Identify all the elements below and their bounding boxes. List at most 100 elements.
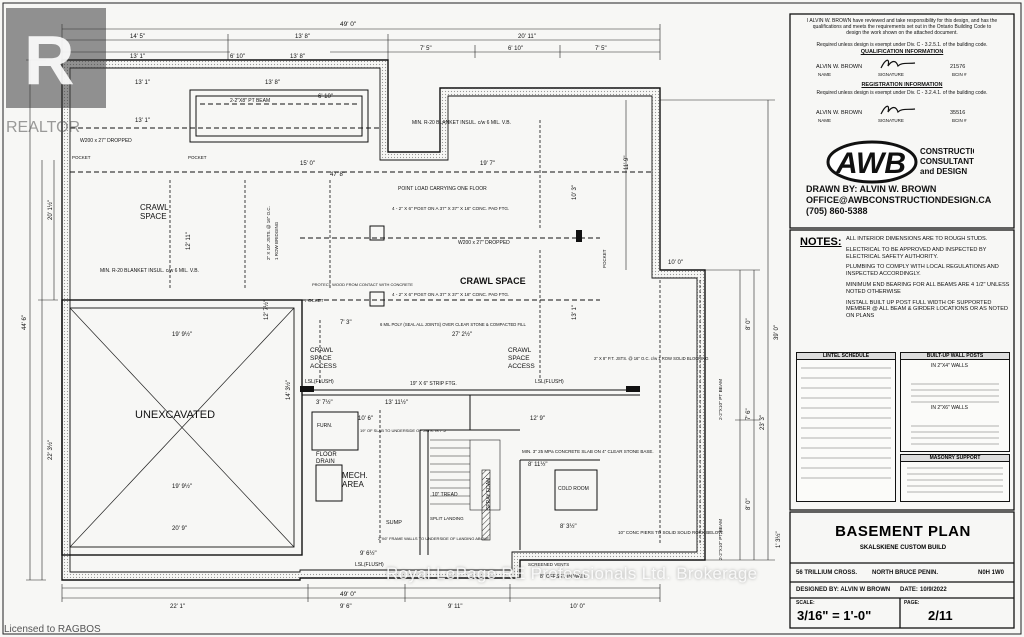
strip-footing-label: 19" X 6" STRIP FTG. — [410, 381, 457, 387]
crawl-space-left-label: CRAWL — [140, 203, 169, 212]
awb-logo-sub-1: CONSTRUCTION — [920, 147, 974, 156]
date-label: DATE: — [900, 587, 918, 593]
dim-right-2: 23' 3" — [760, 415, 766, 430]
beam-dropped-1: W200 x 27" DROPPED — [458, 240, 510, 246]
title-block-frame — [789, 13, 1015, 629]
dim-top-5: 6' 10" — [508, 46, 523, 52]
pocket-4: POCKET — [602, 249, 607, 268]
license-watermark: Licensed to RAGBOS — [4, 624, 101, 635]
pocket-1: POCKET — [72, 155, 91, 160]
dim-left-4: 20' 1½" — [47, 200, 54, 220]
masonry-support-schedule: MASONRY SUPPORT — [900, 454, 1010, 502]
spray-foam-label: SPRAY FOAM — [486, 478, 492, 510]
crawl-access-label: CRAWL — [310, 347, 334, 354]
lintel-schedule: LINTEL SCHEDULE — [796, 352, 896, 502]
interior-walls — [302, 389, 640, 555]
dim-right-5: 8' 0" — [746, 498, 752, 510]
drawing-date: 10/9/2022 — [920, 587, 947, 593]
conc-piers-note: 10" CONC PIERS TO SOLID SOLID ROCK BELOW… — [618, 530, 723, 535]
awb-logo-sub-3: and DESIGN — [920, 167, 967, 176]
dim-right-7: 10' 3" — [572, 185, 578, 200]
floor-drain-label-2: DRAIN — [316, 459, 335, 465]
point-load-note: POINT LOAD CARRYING ONE FLOOR — [398, 186, 487, 192]
realtor-watermark-logo: R REALTOR — [6, 8, 106, 134]
dim-mid-11: 10' 6" — [358, 416, 373, 422]
scale-label: SCALE: — [796, 600, 815, 606]
lsl-flush-2: LSL(FLUSH) — [535, 379, 564, 385]
dim-top-7: 13' 1" — [130, 54, 145, 60]
dim-left-1: 44' 6" — [22, 315, 28, 330]
signature-1 — [880, 59, 916, 69]
certification-statement: I ALVIN W. BROWN have reviewed and take … — [806, 18, 998, 36]
blanket-insulation-top: MIN. R-20 BLANKET INSUL. c/w 6 MIL. V.B. — [412, 120, 511, 126]
qualification-heading: QUALIFICATION INFORMATION — [860, 49, 944, 55]
dim-mid-6: 19' 9½" — [172, 331, 192, 338]
bottom-dimension-lines — [61, 584, 661, 602]
concrete-pads — [369, 225, 385, 307]
dim-mid-7: 19' 9½" — [172, 483, 192, 490]
dim-mid-12: 13' 11½" — [385, 399, 408, 406]
notes-title: NOTES: — [800, 236, 842, 248]
lintel-schedule-rows — [801, 367, 891, 479]
sump-label: SUMP — [386, 520, 402, 526]
dim-top-6: 7' 5" — [595, 46, 607, 52]
awb-company-logo: AWB CONSTRUCTION CONSULTANT and DESIGN — [826, 140, 974, 184]
right-dimension-lines — [625, 99, 775, 561]
built-up-posts-rows — [911, 383, 999, 445]
footing-band — [62, 60, 705, 578]
project-municipality: NORTH BRUCE PENIN. — [872, 570, 939, 576]
left-dimension-lines — [26, 59, 58, 581]
dim-left-3: 14' 3½" — [285, 380, 292, 400]
dim-right-4: 7' 6" — [746, 408, 752, 420]
drawn-by: DRAWN BY: ALVIN W. BROWN — [806, 184, 937, 194]
company-phone: (705) 860-5388 — [806, 206, 868, 216]
dim-bottom-1: 22' 1" — [170, 604, 185, 610]
dim-mid-8: 20' 9" — [172, 526, 187, 532]
dim-top-2: 13' 8" — [295, 34, 310, 40]
note-item: PLUMBING TO COMPLY WITH LOCAL REGULATION… — [846, 264, 999, 278]
cold-room-label: COLD ROOM — [558, 486, 589, 492]
split-landing-label: SPLIT LANDING — [430, 516, 464, 521]
project-address: 56 TRILLIUM CROSS. — [796, 570, 858, 576]
drawn-by-block: DRAWN BY: ALVIN W. BROWN OFFICE@AWBCONST… — [806, 184, 991, 217]
dim-mid-10: 7' 3" — [340, 320, 352, 326]
realtor-watermark-text: REALTOR — [6, 119, 80, 134]
notes-list: ALL INTERIOR DIMENSIONS ARE TO ROUGH STU… — [846, 236, 1016, 324]
floor-drain-label: FLOOR — [316, 452, 337, 458]
post-note-2: 4 - 2" X 6" POST ON A 37" X 37" X 16" CO… — [392, 292, 509, 297]
crawl-access-label-3: ACCESS — [310, 363, 337, 370]
dim-top-9: 13' 8" — [290, 54, 305, 60]
built-up-posts-schedule: BUILT-UP WALL POSTS IN 2"X4" WALLS IN 2"… — [900, 352, 1010, 452]
dim-bottom-2: 9' 6" — [340, 604, 352, 610]
pt-beam-label: 2-2"X8" PT BEAM — [230, 98, 270, 104]
crawl-access-b-label: CRAWL — [508, 347, 532, 354]
qualification-bcin: 21576 — [950, 64, 966, 70]
beam-lines — [70, 103, 652, 301]
dim-overall-bottom: 49' 0" — [340, 591, 357, 598]
screened-vents-note: SCREENED VENTS — [528, 562, 569, 567]
concrete-slab-note: MIN. 3" 25 MPa CONCRETE SLAB ON 4" CLEAR… — [522, 449, 654, 454]
note-item: INSTALL BUILT UP POST FULL WIDTH OF SUPP… — [846, 299, 1009, 320]
page-number: 2/11 — [928, 608, 953, 623]
dim-mid-14: 3' 7½" — [316, 399, 333, 406]
qualification-name: ALVIN W. BROWN — [816, 64, 863, 70]
dim-right-1: 39' 0" — [774, 325, 780, 340]
bcin-label-2: BCIN # — [952, 118, 967, 123]
dim-left-6: 12' 7½" — [263, 300, 270, 320]
dim-right-3: 8' 0" — [746, 318, 752, 330]
awb-logo-sub-2: CONSULTANT — [920, 157, 974, 166]
dim-right-8: 11' 9" — [624, 155, 630, 170]
name-label-2: NAME — [818, 118, 832, 123]
plan-labels: CRAWL SPACE CRAWL SPACE UNEXCAVATED MECH… — [22, 21, 782, 610]
blanket-insulation-left: MIN. R-20 BLANKET INSUL. c/w 6 MIL. V.B. — [100, 268, 199, 274]
signature-2 — [880, 105, 916, 115]
mech-area-label: MECH. — [342, 471, 368, 480]
pt-beam-right: 2-2"X10" PT BEAM — [718, 519, 724, 560]
dim-right-9: 1' 3½" — [775, 531, 782, 548]
walls-2x4-title: IN 2"X4" WALLS — [931, 363, 968, 369]
lsl-flush-1: LSL(FLUSH) — [305, 379, 334, 385]
crawl-space-main-label: CRAWL SPACE — [460, 276, 526, 286]
dim-mid-2: 13' 1" — [135, 118, 150, 124]
slab-to-joist-note: 19" OF SLAB TO UNDERSIDE OF JSTS. IS 7'-… — [360, 428, 448, 433]
